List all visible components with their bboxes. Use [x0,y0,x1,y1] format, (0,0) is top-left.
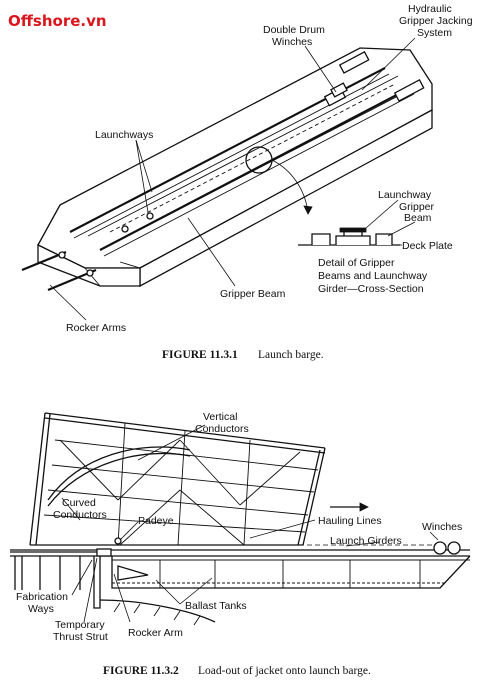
label-winches-2: Winches [272,36,312,48]
launch-barge-drawing [21,47,433,292]
label-temporary-2: Thrust Strut [53,631,108,643]
label-detail-gripper-1: Gripper [399,201,435,213]
figure1-leaders [49,37,416,321]
label-detail-3: Girder—Cross-Section [318,283,424,295]
label-hauling-lines: Hauling Lines [318,515,382,527]
label-ballast-tanks: Ballast Tanks [185,600,247,612]
label-hydraulic-1: Hydraulic [408,3,452,15]
label-rocker-arm: Rocker Arm [128,627,183,639]
label-fabrication-1: Fabrication [16,591,68,603]
label-detail-gripper-2: Beam [404,212,432,224]
fabrication-ways [10,548,216,626]
label-vertical-1: Vertical [203,411,237,423]
label-curved-1: Curved [62,497,96,509]
figure1-caption-text: Launch barge. [258,349,324,361]
label-hydraulic-3: System [417,27,452,39]
label-deck-plate: Deck Plate [402,240,453,252]
label-vertical-2: Conductors [195,423,249,435]
label-temporary-1: Temporary [55,619,105,631]
cross-section-detail [298,227,400,246]
figure2-caption-number: FIGURE 11.3.2 [103,665,179,677]
label-winches-1: Double Drum [263,24,325,36]
label-detail-1: Detail of Gripper [318,257,395,269]
label-hydraulic-2: Gripper Jacking [399,15,473,27]
label-rocker-arms: Rocker Arms [66,322,126,334]
label-padeye: Padeye [138,515,174,527]
rocker-arms [21,250,97,292]
label-fabrication-2: Ways [28,603,54,615]
jacket-loadout-drawing [10,412,471,626]
label-gripper-beam: Gripper Beam [220,288,286,300]
jacket [29,412,326,546]
figure1-caption-number: FIGURE 11.3.1 [162,349,238,361]
launch-barge [10,502,471,589]
label-launchways: Launchways [95,129,153,141]
label-winches: Winches [422,521,462,533]
label-launchway: Launchway [378,189,432,201]
label-curved-2: Conductors [53,509,107,521]
figure2-caption-text: Load-out of jacket onto launch barge. [198,665,371,677]
label-detail-2: Beams and Launchway [318,270,428,282]
figure2-leaders [61,424,439,623]
label-launch-girders: Launch Girders [330,535,402,547]
site-logo: Offshore.vn [8,12,107,30]
